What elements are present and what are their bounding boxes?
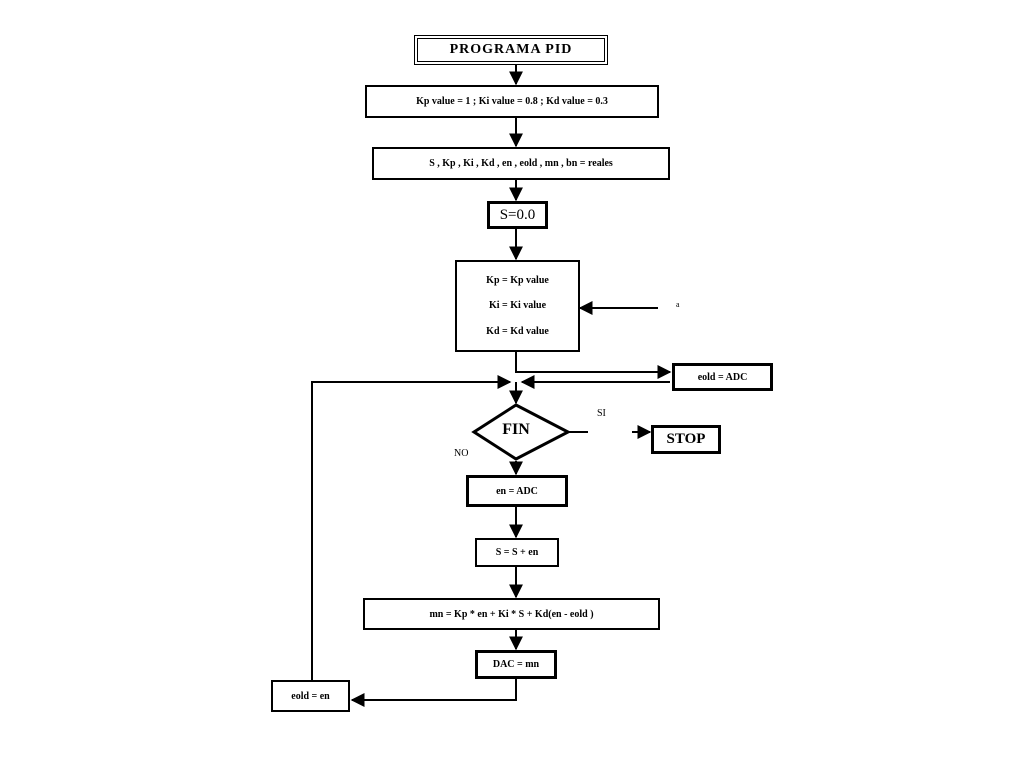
decision-text: FIN bbox=[502, 421, 530, 438]
gain-kd-text: Kd = Kd value bbox=[486, 325, 549, 337]
s-init-box: S=0.0 bbox=[487, 201, 548, 229]
control-text: mn = Kp * en + Ki * S + Kd(en - eold ) bbox=[429, 608, 594, 620]
s-init-text: S=0.0 bbox=[499, 206, 536, 223]
control-box: mn = Kp * en + Ki * S + Kd(en - eold ) bbox=[363, 598, 660, 630]
gain-kp-text: Kp = Kp value bbox=[486, 275, 549, 287]
stop-text: STOP bbox=[666, 431, 706, 447]
dac-text: DAC = mn bbox=[492, 659, 540, 670]
sum-text: S = S + en bbox=[495, 547, 539, 558]
title-box: PROGRAMA PID bbox=[414, 35, 608, 65]
init-values-text: Kp value = 1 ; Ki value = 0.8 ; Kd value… bbox=[416, 96, 608, 107]
dac-box: DAC = mn bbox=[475, 650, 557, 679]
title-text: PROGRAMA PID bbox=[449, 42, 573, 57]
yes-label: SI bbox=[597, 408, 606, 419]
en-adc-text: en = ADC bbox=[496, 485, 538, 497]
stop-box: STOP bbox=[651, 425, 721, 454]
declare-box: S , Kp , Ki , Kd , en , eold , mn , bn =… bbox=[372, 147, 670, 180]
eold-update-box: eold = en bbox=[271, 680, 350, 712]
decision-diamond bbox=[471, 403, 572, 461]
declare-text: S , Kp , Ki , Kd , en , eold , mn , bn =… bbox=[429, 158, 613, 169]
no-label: NO bbox=[454, 448, 469, 459]
side-mark-label: a bbox=[676, 300, 680, 309]
en-adc-box: en = ADC bbox=[466, 475, 568, 507]
sum-box: S = S + en bbox=[475, 538, 559, 567]
gain-ki-text: Ki = Ki value bbox=[488, 300, 547, 312]
eold-adc-box: eold = ADC bbox=[672, 363, 773, 391]
arrow-dac-to-update bbox=[350, 679, 517, 707]
arrow-gains-to-eold bbox=[515, 352, 672, 379]
gains-box: Kp = Kp value Ki = Ki value Kd = Kd valu… bbox=[455, 260, 580, 352]
init-values-box: Kp value = 1 ; Ki value = 0.8 ; Kd value… bbox=[365, 85, 659, 118]
eold-update-text: eold = en bbox=[291, 690, 330, 702]
eold-adc-text: eold = ADC bbox=[697, 371, 748, 383]
